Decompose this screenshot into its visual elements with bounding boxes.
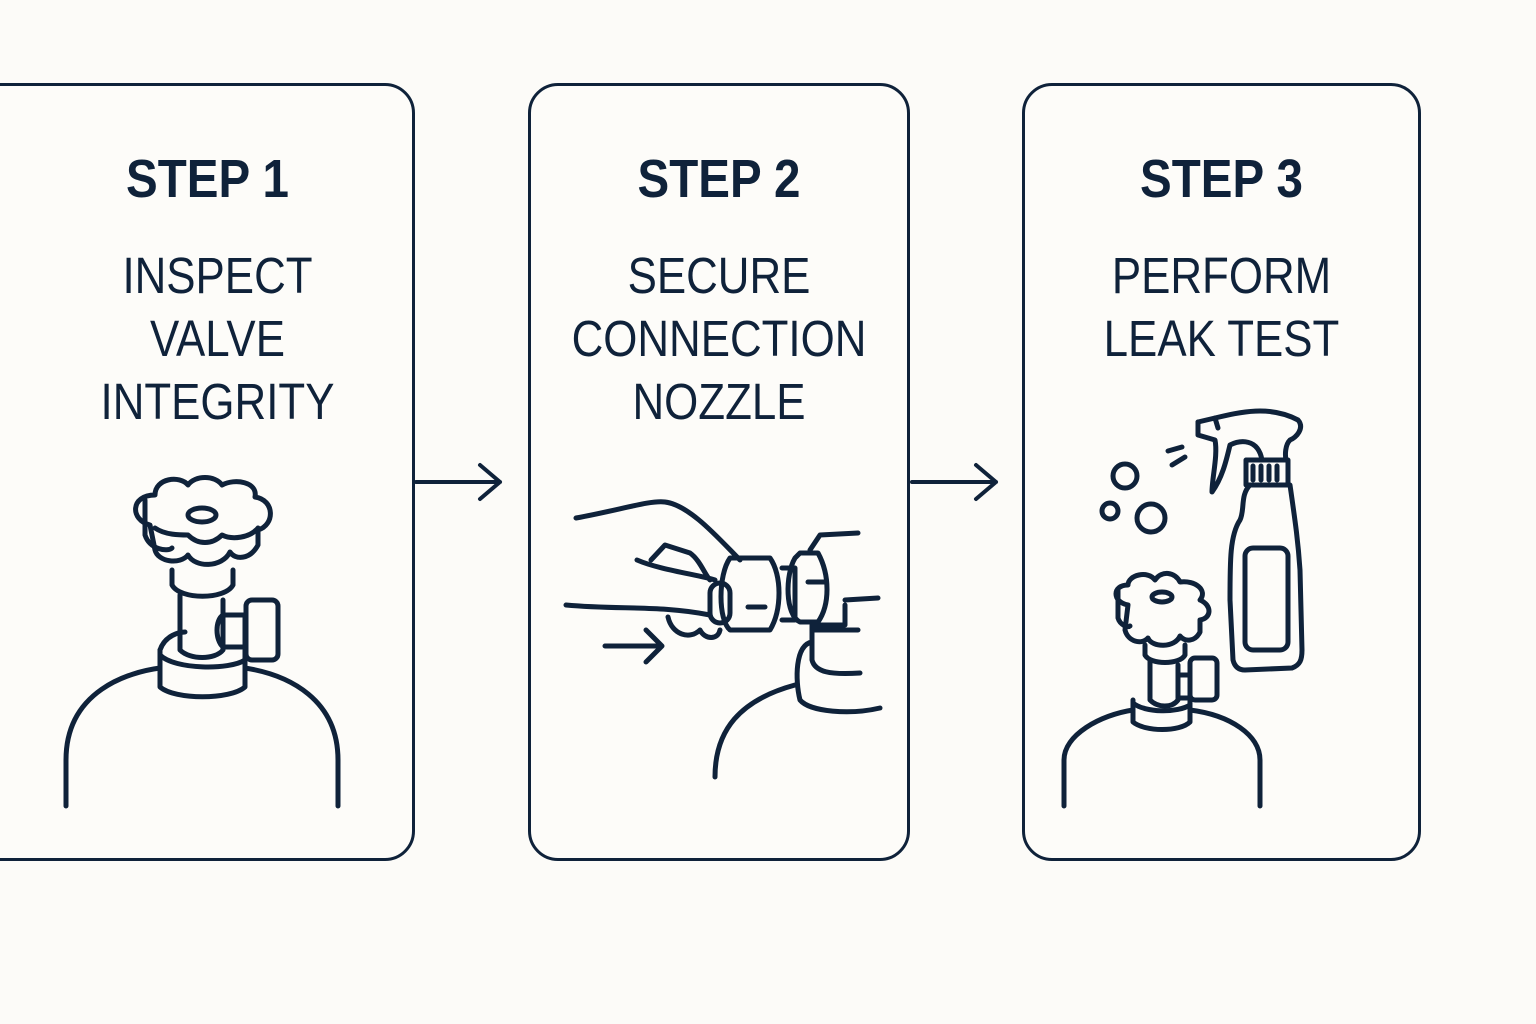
step-description: INSPECT VALVE INTEGRITY (33, 244, 402, 433)
step-title: STEP 1 (126, 149, 289, 209)
step-card-3: STEP 3 PERFORM LEAK TEST (1022, 83, 1421, 861)
step-description-line: NOZZLE (632, 373, 806, 430)
arrow-right-icon (910, 462, 1000, 502)
step-description-line: INTEGRITY (100, 373, 335, 430)
step-description-line: PERFORM (1111, 247, 1332, 304)
step-description: SECURE CONNECTION NOZZLE (540, 244, 898, 433)
step-description-line: LEAK TEST (1103, 310, 1340, 367)
step-card-2: STEP 2 SECURE CONNECTION NOZZLE (528, 83, 910, 861)
step-card-1: STEP 1 INSPECT VALVE INTEGRITY (0, 83, 415, 861)
step-description-line: SECURE (627, 247, 811, 304)
step-title: STEP 2 (637, 149, 801, 209)
step-title: STEP 3 (1140, 149, 1303, 209)
step-description-line: INSPECT (122, 247, 313, 304)
step-description-line: CONNECTION (571, 310, 867, 367)
step-description-line: VALVE (150, 310, 285, 367)
step-description: PERFORM LEAK TEST (1035, 244, 1407, 370)
arrow-right-icon (414, 462, 504, 502)
